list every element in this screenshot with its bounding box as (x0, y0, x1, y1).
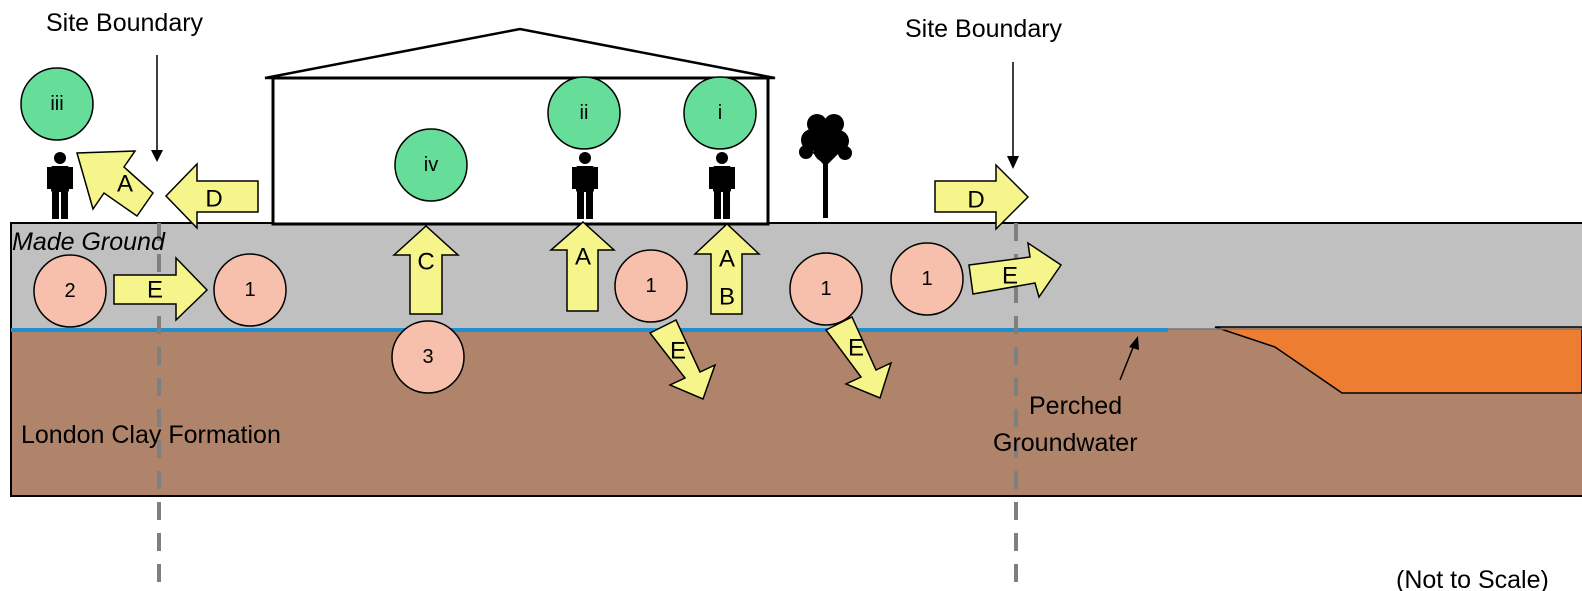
source-1-left: 1 (213, 253, 287, 327)
pathway-arrow-a-mid: A (549, 220, 616, 312)
svg-text:1: 1 (244, 279, 255, 301)
orange-deposit (1214, 326, 1582, 394)
building-roof (264, 27, 776, 80)
made-ground-label: Made Ground (12, 228, 166, 256)
source-1-tree: 1 (789, 252, 863, 326)
source-3: 3 (391, 320, 465, 394)
pathway-arrow-d-left: D (164, 162, 259, 230)
svg-text:A: A (575, 244, 591, 271)
pathway-arrow-d-right: D (934, 163, 1030, 231)
svg-text:1: 1 (820, 278, 831, 300)
person-icon-left (47, 152, 73, 219)
svg-text:2: 2 (64, 280, 75, 302)
svg-text:3: 3 (422, 346, 433, 368)
svg-text:D: D (205, 186, 222, 213)
svg-text:C: C (417, 249, 434, 276)
pathway-arrow-e-right: E (968, 241, 1063, 299)
svg-text:i: i (718, 102, 722, 124)
site-boundary-left-arrowhead (151, 150, 163, 162)
svg-text:iv: iv (424, 154, 438, 176)
source-1-mid: 1 (614, 249, 688, 323)
svg-text:B: B (719, 284, 735, 311)
svg-text:E: E (670, 338, 686, 365)
pathway-arrow-e-diag-1: E (648, 318, 717, 401)
receptor-i: i (683, 76, 757, 150)
pathway-arrow-e-left: E (113, 256, 209, 322)
pathway-arrow-a-left: A (76, 150, 154, 218)
site-boundary-right-label: Site Boundary (905, 15, 1063, 43)
receptor-iv: iv (394, 128, 468, 202)
svg-text:1: 1 (921, 268, 932, 290)
svg-text:1: 1 (645, 275, 656, 297)
tree-icon (799, 114, 852, 218)
perched-groundwater-label-1: Perched (1029, 392, 1122, 420)
site-boundary-left-label: Site Boundary (46, 9, 204, 37)
svg-text:E: E (147, 277, 163, 304)
source-1-right: 1 (890, 242, 964, 316)
person-icon-i (709, 152, 735, 219)
svg-text:E: E (848, 335, 864, 362)
not-to-scale-note: (Not to Scale) (1396, 566, 1549, 591)
svg-text:A: A (719, 246, 735, 273)
source-2: 2 (33, 254, 107, 328)
pathway-arrow-e-diag-2: E (824, 315, 893, 400)
svg-text:E: E (1002, 263, 1018, 290)
perched-groundwater-arrowhead (1129, 336, 1139, 350)
perched-groundwater-pointer (1119, 344, 1135, 381)
site-boundary-right-arrowhead (1007, 156, 1019, 169)
svg-text:ii: ii (580, 102, 589, 124)
pathway-arrow-ab: A B (693, 222, 761, 315)
pathway-arrow-c: C (392, 224, 460, 315)
receptor-iii: iii (20, 67, 94, 141)
london-clay-label: London Clay Formation (21, 421, 281, 449)
svg-text:A: A (117, 171, 133, 198)
receptor-ii: ii (547, 76, 621, 150)
svg-text:D: D (967, 187, 984, 214)
ground-outline (10, 222, 1582, 497)
person-icon-ii (572, 152, 598, 219)
svg-text:iii: iii (50, 93, 63, 115)
perched-groundwater-label-2: Groundwater (993, 429, 1138, 457)
